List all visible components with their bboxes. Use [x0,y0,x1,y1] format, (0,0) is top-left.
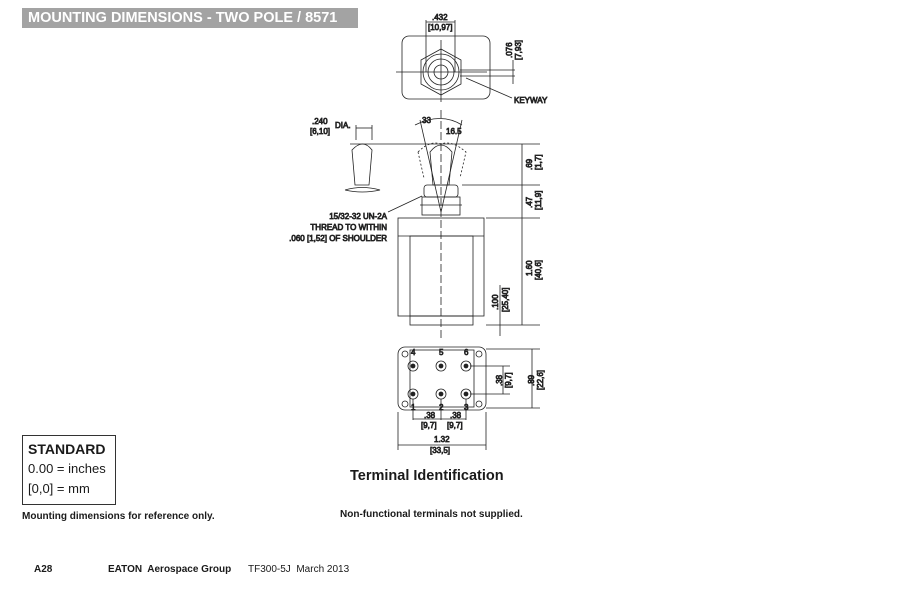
terminal-1: 1 [411,403,416,412]
dim-047-mm: [11,9] [534,191,543,210]
width-mm: [33,5] [430,446,450,455]
units-inches: 0.00 = inches [28,461,106,476]
pitch-v-mm: [9,7] [504,372,513,388]
terminals [407,360,472,400]
units-mm: [0,0] = mm [28,481,90,496]
dim-069-mm: [1,7] [534,154,543,170]
terminal-6: 6 [464,348,469,357]
dim-100-in: .100 [491,294,500,310]
reference-note: Mounting dimensions for reference only. [22,511,215,522]
units-legend: STANDARD 0.00 = inches [0,0] = mm [22,435,116,505]
page-title: MOUNTING DIMENSIONS - TWO POLE / 8571 [22,8,358,28]
dim-100-mm: [25,40] [501,288,510,312]
top-view-plate [401,35,491,100]
lever-dia-mm: [6,10] [310,127,330,136]
bottom-plate [397,346,487,411]
height-mm: [22,6] [536,370,545,390]
pitch-v-in: .38 [495,374,504,386]
thread-line-1: 15/32-32 UN-2A [329,212,387,221]
pitch-h1-mm: [9,7] [421,421,437,430]
height-in: .89 [527,374,536,386]
terminals-note: Non-functional terminals not supplied. [340,509,523,520]
pitch-h2-in: .38 [450,411,462,420]
pitch-h1-in: .38 [424,411,436,420]
lever-dia-in: .240 [312,117,328,126]
terminal-identification-title: Terminal Identification [350,468,504,484]
thread-line-3: .060 [1,52] OF SHOULDER [289,234,387,243]
top-width-in: .432 [432,13,448,22]
bottom-view: 4 5 6 1 2 3 .38 [9,7] .89 [22,6] .38 [9,… [397,346,545,455]
footer-company: EATON Aerospace Group [108,564,232,575]
dim-160-mm: [40,6] [534,260,543,280]
units-legend-title: STANDARD [28,441,106,457]
terminal-3: 3 [464,403,469,412]
page-number: A28 [34,564,53,575]
top-view: .432 [10,97] .076 [7,93] KEYWAY [396,13,548,105]
footer-doc: TF300-5J March 2013 [248,564,350,575]
terminal-2: 2 [439,403,444,412]
terminal-5: 5 [439,348,444,357]
dim-069-in: .69 [525,158,534,170]
toggle-lever [429,144,453,186]
side-view: .240 [6,10] DIA. 33 16.5 .69 [1,7] .47 [… [289,110,543,340]
width-in: 1.32 [434,435,450,444]
top-offset-in: .076 [505,42,514,58]
terminal-4: 4 [411,348,416,357]
pitch-h2-mm: [9,7] [447,421,463,430]
angle-33: 33 [422,116,431,125]
small-lever [351,143,373,186]
dim-160-in: 1.60 [525,260,534,276]
lever-dia-label: DIA. [335,121,351,130]
thread-line-2: THREAD TO WITHIN [310,223,387,232]
top-width-mm: [10,97] [428,23,452,32]
top-offset-mm: [7,93] [514,40,523,60]
dim-047-in: .47 [525,196,534,208]
keyway-label: KEYWAY [514,96,548,105]
angle-16-5: 16.5 [446,127,462,136]
